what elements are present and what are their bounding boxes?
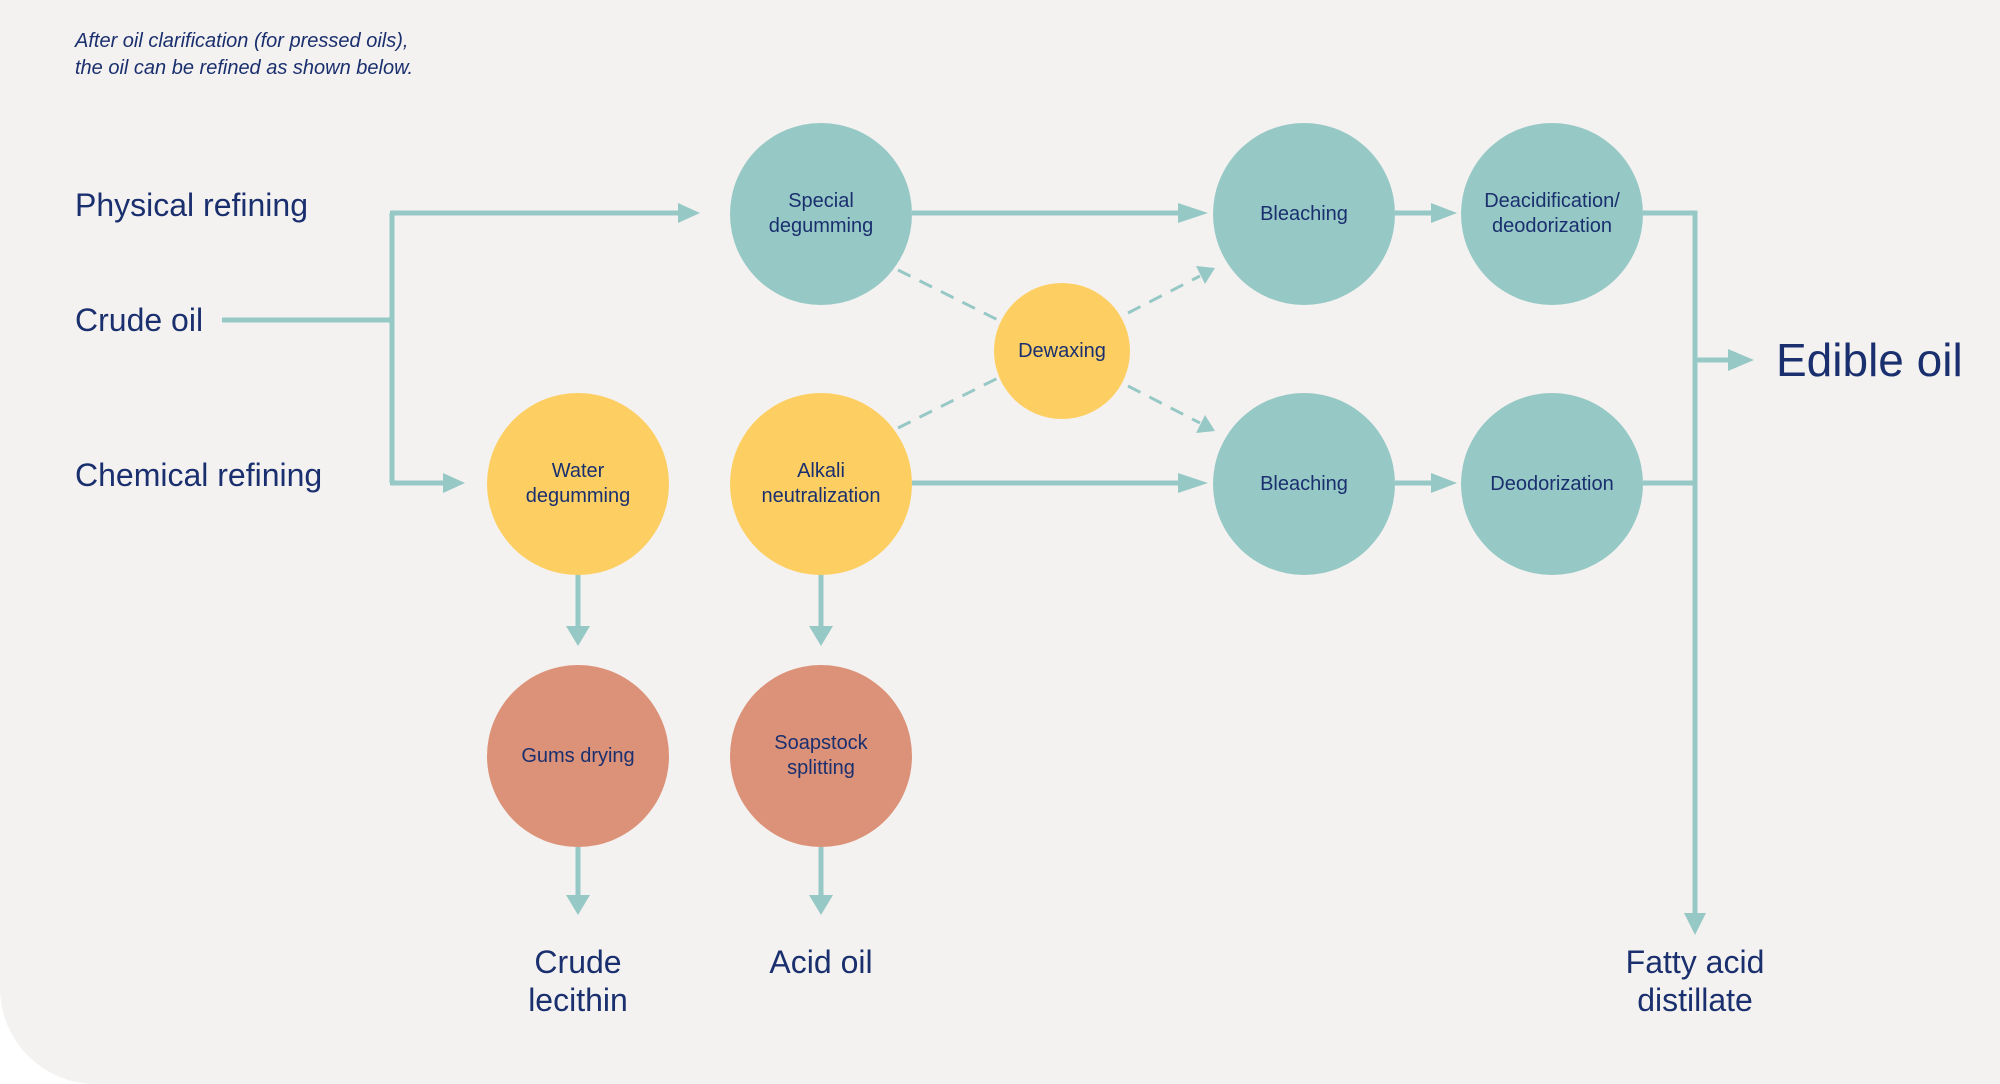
crude-lecithin-line-1: Crude [534,944,622,980]
fatty-acid-distillate-line-2: distillate [1637,982,1753,1018]
intro-note-line-2: the oil can be refined as shown below. [75,57,413,79]
arrowhead-deodorization [1431,473,1457,493]
crude-lecithin-label: Crude lecithin [478,943,678,1019]
dashed-dewaxing-to-bleaching-bottom [1127,384,1201,425]
intro-note-line-1: After oil clarification (for pressed oil… [75,30,409,52]
physical-refining-label: Physical refining [75,187,308,223]
arrowhead-deacidification [1431,203,1457,223]
water-degumming-line-1: Water [551,460,605,482]
dashed-alkali-to-dewaxing [897,374,1003,430]
arrowhead-special-degumming [678,203,700,223]
edible-oil-label: Edible oil [1776,334,1963,386]
dashed-arrowhead-bleaching-top [1196,266,1215,284]
fatty-acid-distillate-label: Fatty acid distillate [1575,943,1815,1019]
gums-drying-node: Gums drying [487,665,669,847]
arrowhead-bleaching-bottom [1178,473,1208,493]
soapstock-splitting-line-1: Soapstock [774,732,868,754]
water-degumming-line-2: degumming [525,485,631,507]
fatty-acid-distillate-line-1: Fatty acid [1625,944,1765,980]
deacidification-node: Deacidification/ deodorization [1461,123,1643,305]
soapstock-splitting-node: Soapstock splitting [730,665,912,847]
special-degumming-line-1: Special [788,190,854,212]
gums-drying-label: Gums drying [521,744,635,767]
arrowhead-water-degumming [443,473,465,493]
crude-oil-label: Crude oil [75,302,204,338]
dewaxing-node: Dewaxing [994,283,1130,419]
alkali-neutralization-node: Alkali neutralization [730,393,912,575]
intro-note: After oil clarification (for pressed oil… [75,28,413,82]
dashed-dewaxing-to-bleaching-top [1127,274,1201,315]
arrowhead-acid-oil [809,895,833,915]
bleaching-bottom-node: Bleaching [1213,393,1395,575]
deacidification-line-2: deodorization [1491,215,1613,237]
dewaxing-label: Dewaxing [1018,339,1106,362]
arrowhead-fatty-acid [1684,913,1706,935]
deacidification-line-1: Deacidification/ [1484,190,1620,212]
arrowhead-gums-drying [566,626,590,646]
special-degumming-node: Special degumming [730,123,912,305]
bleaching-top-label: Bleaching [1260,202,1348,225]
arrowhead-soapstock [809,626,833,646]
deodorization-node: Deodorization [1461,393,1643,575]
chemical-refining-label: Chemical refining [75,457,323,493]
crude-lecithin-line-2: lecithin [528,982,628,1018]
acid-oil-label: Acid oil [769,944,873,980]
alkali-neutralization-line-1: Alkali [797,460,845,482]
special-degumming-line-2: degumming [768,215,874,237]
arrowhead-bleaching-top [1178,203,1208,223]
water-degumming-node: Water degumming [487,393,669,575]
dashed-special-to-dewaxing [897,268,1003,324]
alkali-neutralization-line-2: neutralization [761,485,881,507]
deacidification-to-collector-line [1643,210,1698,486]
deodorization-label: Deodorization [1490,472,1614,495]
bleaching-top-node: Bleaching [1213,123,1395,305]
soapstock-splitting-line-2: splitting [787,757,855,779]
dashed-arrowhead-bleaching-bottom [1196,415,1215,433]
arrowhead-crude-lecithin [566,895,590,915]
arrowhead-edible-oil [1728,349,1754,371]
bleaching-bottom-label: Bleaching [1260,472,1348,495]
